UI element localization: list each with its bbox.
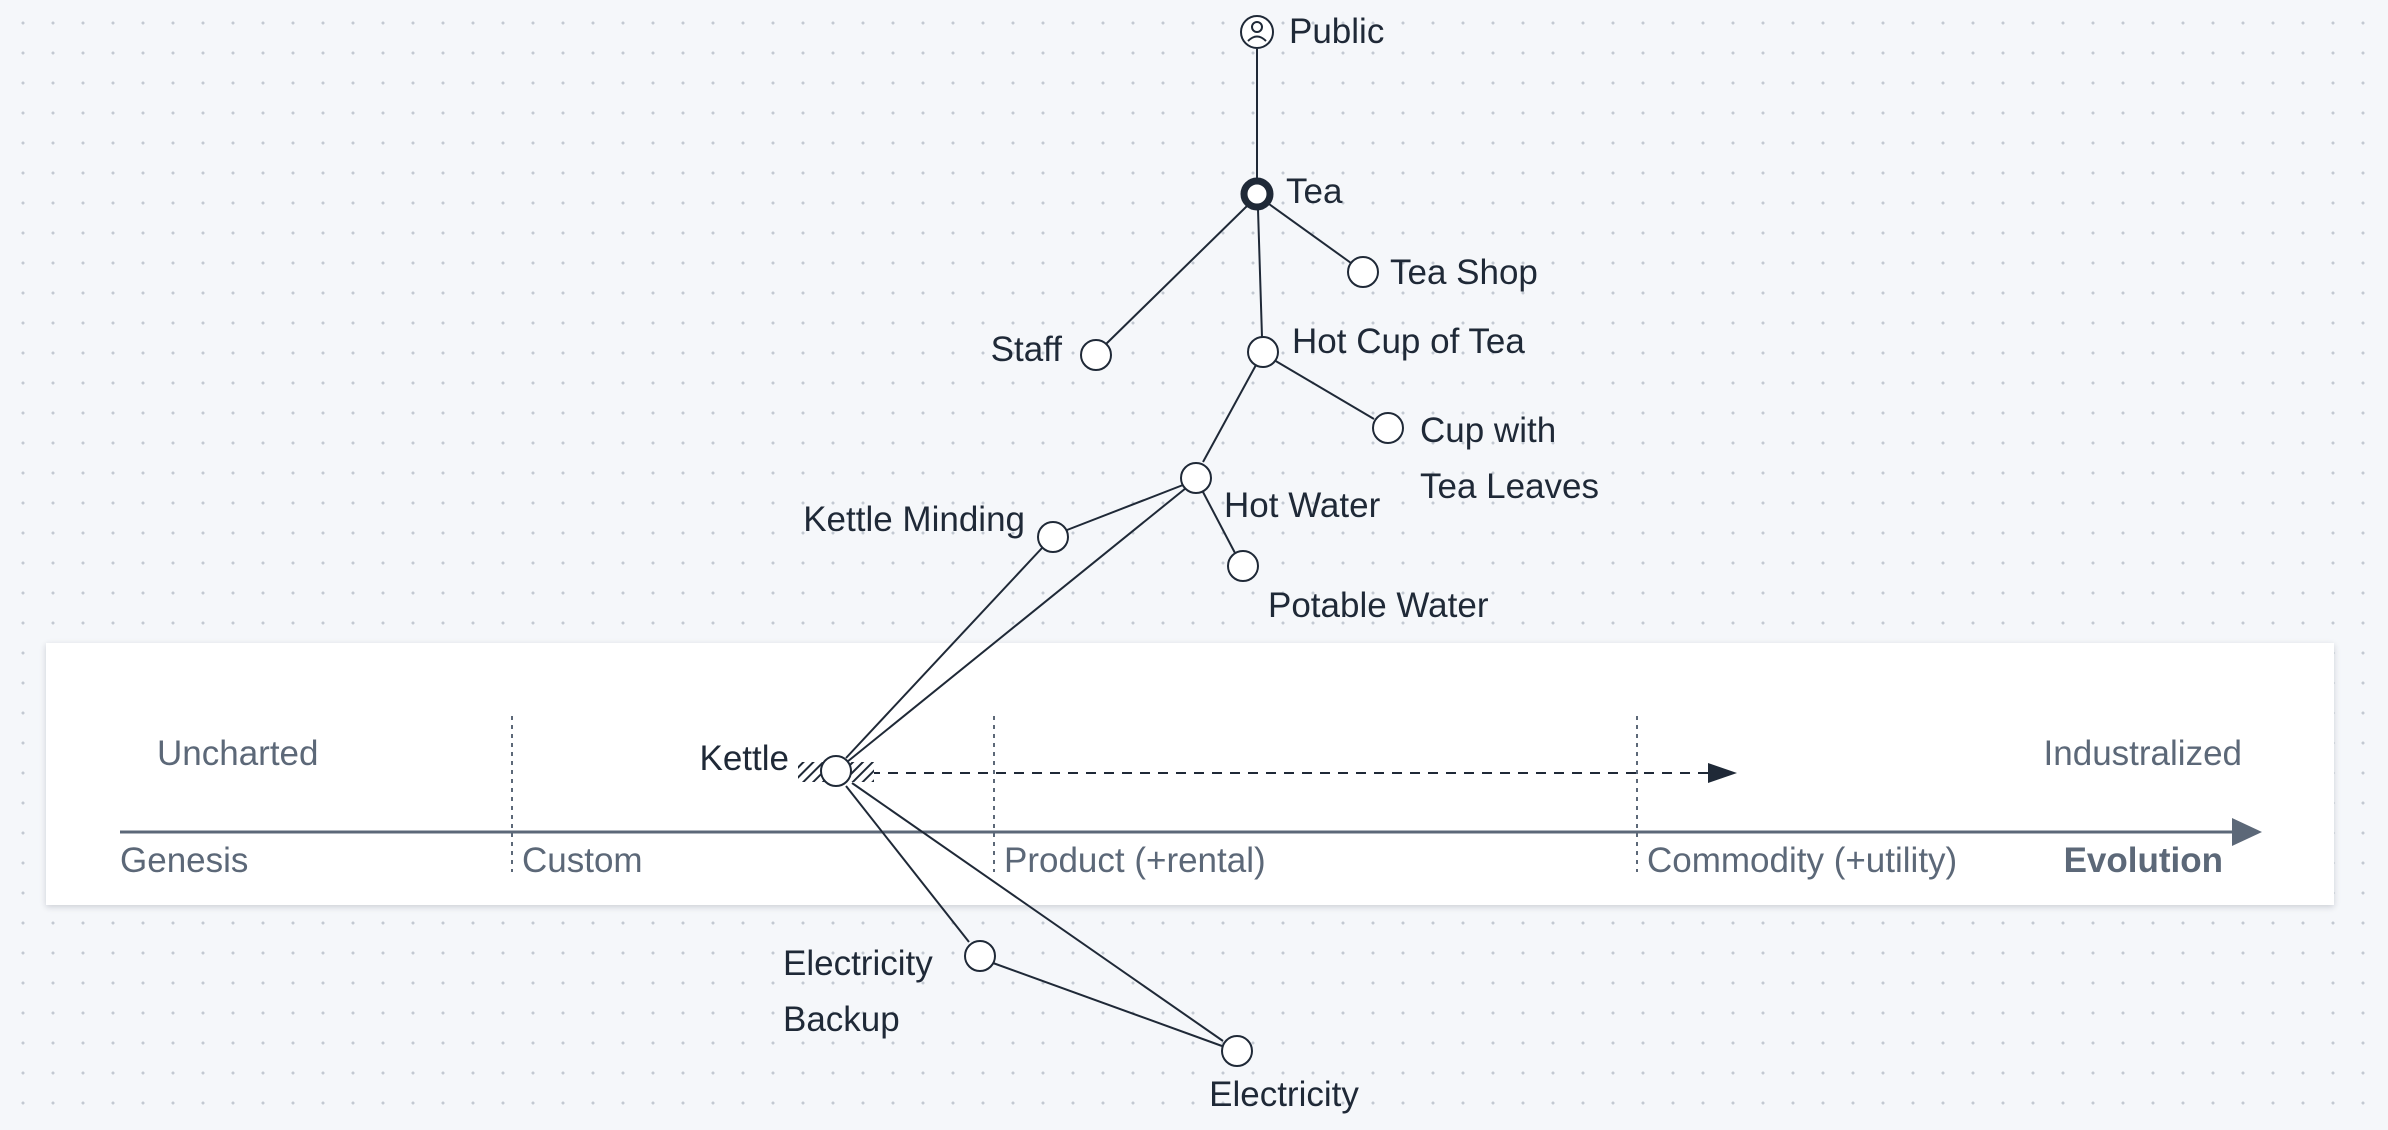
node-hot-cup-of-tea[interactable] (1247, 336, 1279, 368)
node-tea-anchor[interactable] (1240, 177, 1274, 211)
node-staff[interactable] (1080, 339, 1112, 371)
stage-label-product: Product (+rental) (1004, 841, 1266, 880)
node-tea-shop[interactable] (1347, 256, 1379, 288)
link-tea-staff (1104, 205, 1248, 346)
node-potable-water[interactable] (1227, 550, 1259, 582)
stage-label-commodity: Commodity (+utility) (1647, 841, 1957, 880)
link-hot-water-kettle (846, 487, 1187, 763)
label-staff: Staff (991, 330, 1063, 369)
node-electricity-backup[interactable] (964, 940, 996, 972)
component-nodes (820, 256, 1404, 1067)
link-kettle-electricity-backup (845, 785, 970, 943)
link-tea-tea-shop (1268, 203, 1352, 264)
link-tea-hot-cup (1257, 208, 1263, 338)
evolution-band (46, 643, 2334, 905)
label-public: Public (1289, 12, 1384, 51)
evolve-arrow (852, 763, 1737, 783)
evolution-axis-arrowhead (2232, 818, 2262, 846)
label-hot-water: Hot Water (1224, 486, 1381, 525)
stage-label-custom: Custom (522, 841, 643, 880)
link-hot-cup-hot-water (1202, 364, 1257, 463)
label-electricity-backup-line2: Backup (783, 1000, 900, 1039)
link-kettle-minding-kettle (845, 547, 1043, 759)
stage-label-genesis: Genesis (120, 841, 248, 880)
label-tea-shop: Tea Shop (1390, 253, 1538, 292)
band-label-industralized: Industralized (2044, 734, 2242, 773)
label-kettle-minding: Kettle Minding (803, 500, 1025, 539)
link-kettle-electricity (851, 782, 1224, 1042)
link-hot-water-potable-water (1202, 491, 1236, 554)
dashed-arrow-icon (1708, 763, 1737, 783)
link-hot-cup-cup-leaves (1273, 359, 1375, 420)
label-electricity-backup-line1: Electricity (783, 944, 933, 983)
link-hot-water-kettle-minding (1066, 484, 1184, 531)
node-electricity[interactable] (1221, 1035, 1253, 1067)
node-hot-water[interactable] (1180, 462, 1212, 494)
band-label-uncharted: Uncharted (157, 734, 318, 773)
label-kettle: Kettle (700, 739, 790, 778)
evolution-axis-group: Uncharted Industralized Genesis Custom P… (120, 716, 2262, 880)
node-kettle[interactable] (820, 755, 852, 787)
link-electricity-backup-electricity (992, 962, 1223, 1047)
label-electricity: Electricity (1209, 1075, 1359, 1114)
label-hot-cup-of-tea: Hot Cup of Tea (1292, 322, 1525, 361)
label-potable-water: Potable Water (1268, 586, 1489, 625)
label-cup-with-tea-leaves-line1: Cup with (1420, 411, 1556, 450)
label-cup-with-tea-leaves-line2: Tea Leaves (1420, 467, 1599, 506)
node-kettle-minding[interactable] (1037, 521, 1069, 553)
evolution-axis-label: Evolution (2064, 841, 2223, 880)
label-tea: Tea (1286, 172, 1343, 211)
person-circle-icon[interactable] (1240, 15, 1274, 49)
dependency-links (845, 49, 1375, 1047)
node-cup-with-tea-leaves[interactable] (1372, 412, 1404, 444)
